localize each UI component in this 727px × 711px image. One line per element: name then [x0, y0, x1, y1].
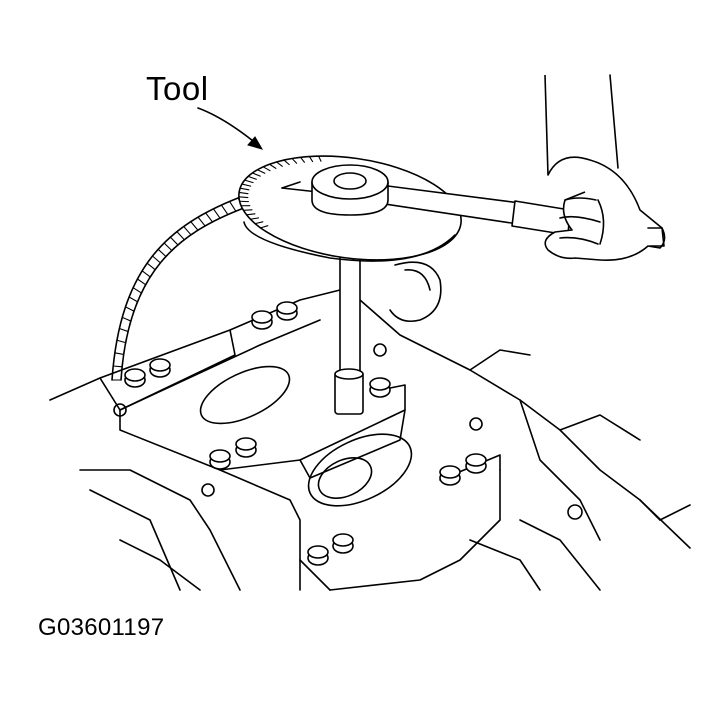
- engine-block: [49, 261, 691, 591]
- bolt-icon: [439, 465, 461, 486]
- bolts: [124, 301, 487, 566]
- figure-id: G03601197: [38, 614, 165, 641]
- strip-ticks: [111, 197, 245, 381]
- callout-label-tool: Tool: [146, 70, 209, 107]
- bolt-icon: [235, 437, 257, 458]
- gauge-reference-strip: [111, 197, 239, 381]
- bolt-icon: [465, 453, 487, 474]
- bolt-icon: [124, 368, 146, 388]
- torque-angle-gauge-icon: [238, 155, 571, 262]
- callout-arrow: [197, 107, 264, 150]
- bolt-icon: [369, 377, 391, 398]
- hand-icon: [544, 74, 666, 262]
- socket-extension: [334, 245, 364, 415]
- bolt-icon: [332, 533, 354, 554]
- bolt-icon: [149, 358, 171, 378]
- bolt-icon: [209, 449, 231, 470]
- bolt-icon: [251, 310, 273, 330]
- bolt-icon: [276, 301, 298, 321]
- bolt-icon: [307, 545, 329, 566]
